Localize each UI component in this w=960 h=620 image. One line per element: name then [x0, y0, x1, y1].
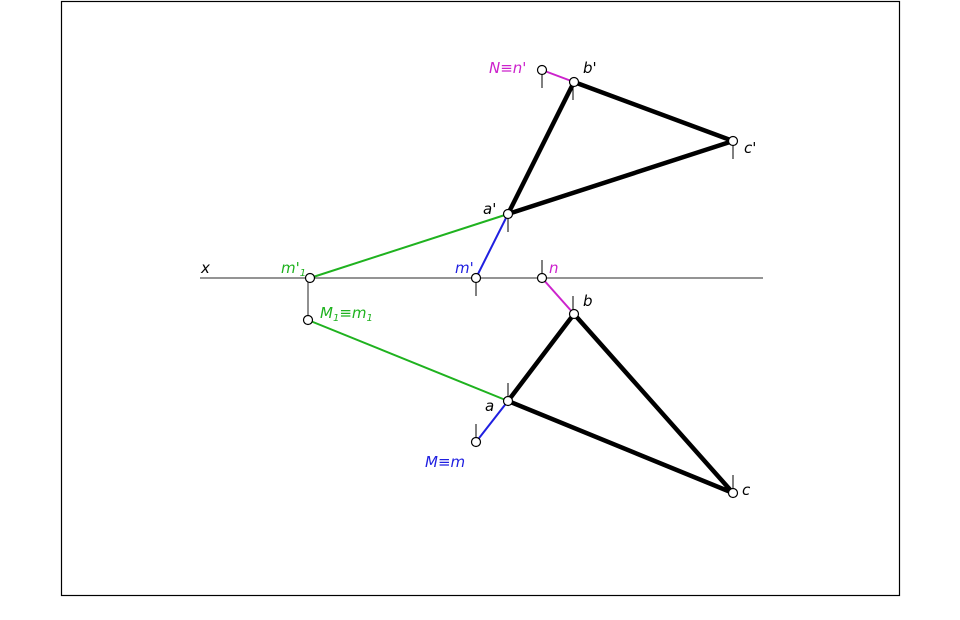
label-a-prime: a'	[483, 200, 496, 218]
label-b-prime: b'	[583, 59, 597, 77]
point-c-marker	[727, 487, 739, 499]
point-n-marker	[536, 272, 548, 284]
point-b-prime-marker	[568, 76, 580, 88]
label-M-eq-m: M≡m	[425, 453, 465, 471]
label-c-prime: c'	[744, 139, 756, 157]
green-line-m1prime-aprime	[309, 213, 509, 279]
point-markers	[302, 64, 739, 499]
triangle-frontal-projection	[505, 79, 736, 217]
label-b: b	[583, 292, 593, 310]
green-line-M1-a	[307, 319, 509, 402]
label-m1-prime: m'1	[281, 259, 306, 279]
point-m1-prime-marker	[304, 272, 316, 284]
label-n-eq-nprime: N≡n'	[489, 59, 526, 77]
magenta-line-nprime-bprime	[541, 69, 575, 83]
point-n-eq-nprime-marker	[536, 64, 548, 76]
drawing-frame	[60, 0, 901, 597]
projection-tick-marks	[475, 74, 734, 489]
point-M-eq-m-marker	[470, 436, 482, 448]
label-axis-x: x	[200, 259, 210, 277]
magenta-line-n-b	[541, 277, 575, 315]
point-a-prime-marker	[502, 208, 514, 220]
point-M1-marker	[302, 314, 314, 326]
point-c-prime-marker	[727, 135, 739, 147]
triangle-horizontal-projection	[505, 311, 736, 496]
blue-line-a-m	[475, 400, 509, 443]
point-b-marker	[568, 308, 580, 320]
label-n: n	[549, 259, 559, 277]
point-a-marker	[502, 395, 514, 407]
label-a: a	[485, 397, 494, 415]
label-c: c	[742, 481, 751, 499]
label-M1-eq-m1: M1≡m1	[320, 304, 373, 324]
blue-line-aprime-mprime	[475, 213, 509, 279]
label-m-prime: m'	[455, 259, 474, 277]
point-m-prime-marker	[470, 272, 482, 284]
